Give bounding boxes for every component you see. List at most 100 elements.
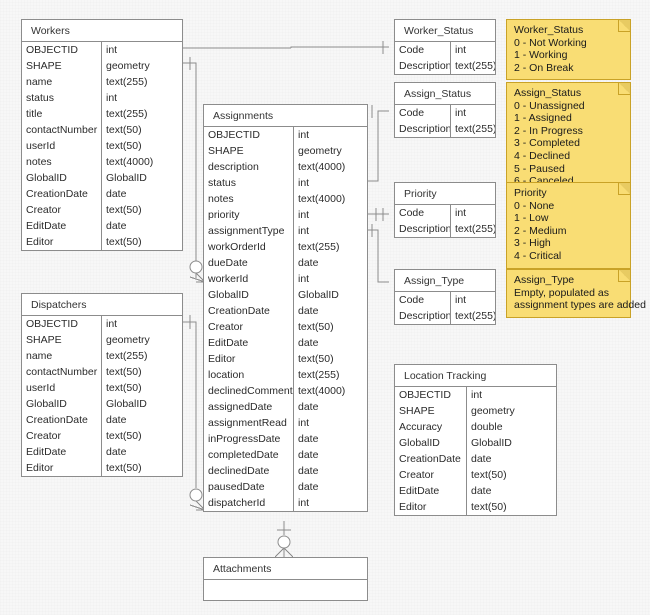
note-worker-status[interactable]: Worker_Status 0 - Not Working 1 - Workin… (506, 19, 631, 81)
note-line: Empty, populated as (514, 286, 609, 299)
field-type: geometry (298, 145, 342, 157)
field-row: inProgressDate date (204, 431, 367, 447)
field-row: SHAPE geometry (22, 332, 182, 348)
field-name: Description (395, 308, 451, 324)
field-type: date (298, 465, 319, 477)
field-name: description (204, 159, 294, 175)
field-type: int (106, 44, 118, 56)
field-row: Editor text(50) (204, 351, 367, 367)
field-row: OBJECTID int (22, 316, 182, 332)
field-name: dueDate (204, 255, 294, 271)
field-name: Editor (204, 351, 294, 367)
field-type: text(50) (471, 469, 507, 481)
note-fold-corner-icon (618, 20, 630, 32)
field-type: int (455, 207, 467, 219)
field-type: text(50) (298, 353, 334, 365)
field-name: completedDate (204, 447, 294, 463)
field-type: text(255) (106, 350, 148, 362)
note-line: 5 - Paused (514, 162, 565, 175)
field-type: GlobalID (106, 398, 147, 410)
note-line: 4 - Declined (514, 149, 571, 162)
note-line: 1 - Assigned (514, 112, 572, 125)
field-row: Creator text(50) (395, 467, 556, 483)
field-type: text(50) (106, 204, 142, 216)
field-name: notes (22, 154, 102, 170)
field-name: EditDate (204, 335, 294, 351)
field-type: text(50) (106, 236, 142, 248)
note-assign-type[interactable]: Assign_Type Empty, populated as assignme… (506, 269, 646, 318)
field-type: text(50) (106, 140, 142, 152)
field-name: CreationDate (204, 303, 294, 319)
field-name: OBJECTID (22, 316, 102, 332)
entity-attachments[interactable]: Attachments (203, 557, 368, 601)
field-name: Creator (395, 467, 467, 483)
field-type: text(4000) (298, 385, 346, 397)
note-assign-status[interactable]: Assign_Status 0 - Unassigned 1 - Assigne… (506, 82, 631, 194)
field-name: OBJECTID (22, 42, 102, 58)
field-name: GlobalID (22, 170, 102, 186)
field-type: int (106, 318, 118, 330)
field-type: int (455, 44, 467, 56)
field-name: userId (22, 380, 102, 396)
note-priority[interactable]: Priority 0 - None 1 - Low 2 - Medium 3 -… (506, 182, 631, 269)
note-fold-corner-icon (618, 270, 630, 282)
field-type: int (455, 294, 467, 306)
field-type: text(50) (106, 124, 142, 136)
field-name: dispatcherId (204, 495, 294, 511)
connector-assignments-assign-type (368, 229, 389, 283)
field-row: Creator text(50) (22, 428, 182, 444)
field-name: inProgressDate (204, 431, 294, 447)
field-name: Editor (22, 234, 102, 250)
field-type: GlobalID (298, 289, 339, 301)
field-row: EditDate date (204, 335, 367, 351)
field-type: date (298, 433, 319, 445)
field-name: GlobalID (395, 435, 467, 451)
entity-title-assign-type: Assign_Type (395, 270, 495, 292)
field-type: date (298, 337, 319, 349)
field-type: text(50) (106, 430, 142, 442)
note-line: 0 - Unassigned (514, 99, 585, 112)
field-type: geometry (106, 334, 150, 346)
field-type: date (298, 257, 319, 269)
entity-title-priority: Priority (395, 183, 495, 205)
field-name: Creator (22, 428, 102, 444)
field-name: workerId (204, 271, 294, 287)
field-name: Code (395, 105, 451, 121)
field-name: OBJECTID (395, 387, 467, 403)
field-name: Accuracy (395, 419, 467, 435)
field-type: int (298, 497, 310, 509)
field-name: SHAPE (22, 332, 102, 348)
field-type: int (298, 225, 310, 237)
